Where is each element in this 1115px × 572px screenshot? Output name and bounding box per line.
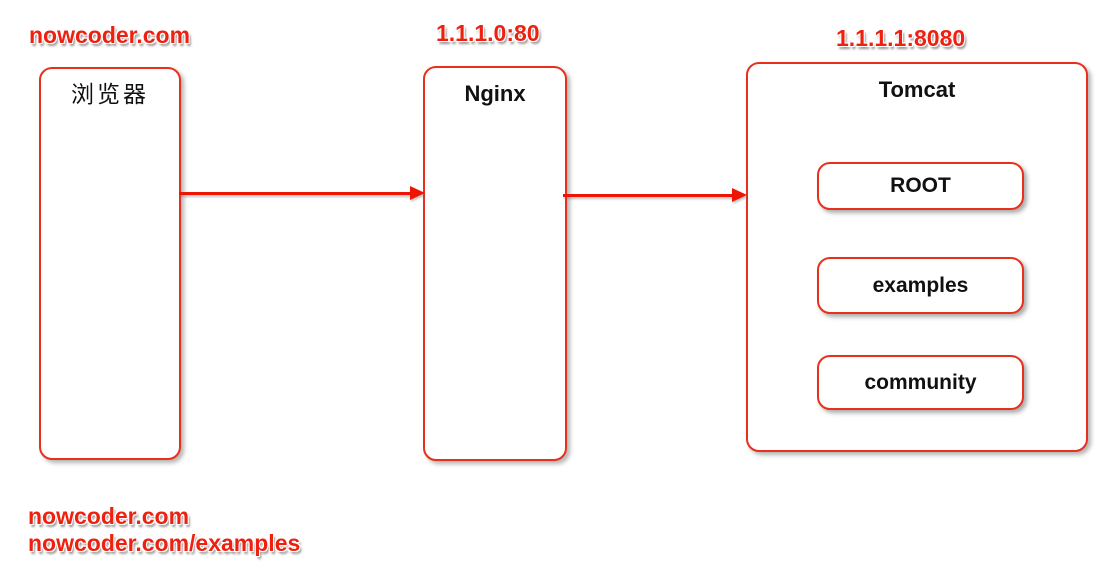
tomcat-app-community-label: community [864, 370, 977, 394]
tomcat-app-community: community [817, 355, 1024, 410]
arrow-line [563, 194, 733, 197]
tomcat-app-examples-label: examples [872, 273, 969, 297]
tomcat-app-examples: examples [817, 257, 1024, 314]
nginx-node: Nginx [423, 66, 567, 461]
tomcat-node-title: Tomcat [878, 77, 956, 102]
nginx-address-label: 1.1.1.0:80 [436, 20, 540, 46]
tomcat-address-label: 1.1.1.1:8080 [836, 25, 966, 51]
browser-node: 浏览器 [39, 67, 181, 460]
arrow-line [179, 192, 412, 195]
tomcat-app-root: ROOT [817, 162, 1024, 210]
request-url-examples-label: nowcoder.com/examples [28, 530, 301, 556]
nginx-node-title: Nginx [464, 81, 526, 106]
tomcat-node: Tomcat ROOT examples community [746, 62, 1088, 452]
tomcat-app-root-label: ROOT [890, 174, 951, 197]
browser-node-title: 浏览器 [71, 82, 149, 108]
browser-domain-label: nowcoder.com [29, 22, 191, 48]
request-url-root-label: nowcoder.com [28, 503, 190, 529]
arrow-head-icon [732, 188, 747, 202]
arrow-head-icon [410, 186, 425, 200]
